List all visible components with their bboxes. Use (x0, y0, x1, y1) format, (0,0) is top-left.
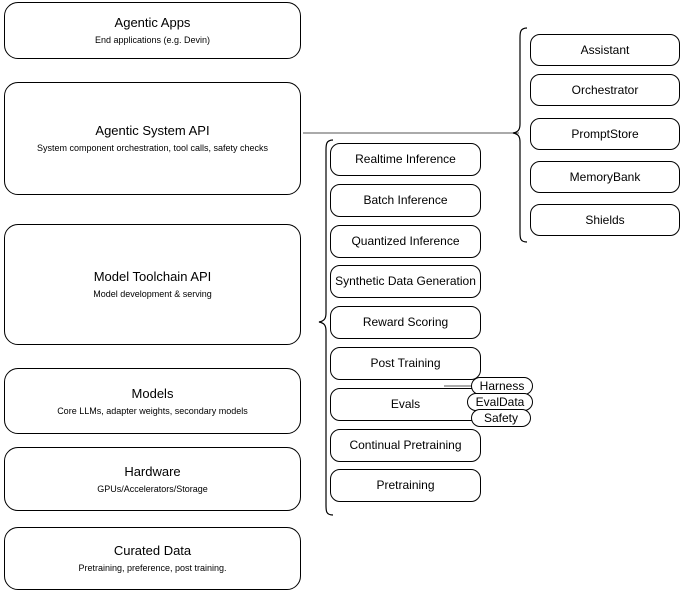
capability-quantized-inference[interactable]: Quantized Inference (330, 225, 481, 258)
system-component-promptstore[interactable]: PromptStore (530, 118, 680, 150)
evals-subcomponent-evaldata[interactable]: EvalData (467, 393, 533, 411)
system-component-memorybank[interactable]: MemoryBank (530, 161, 680, 193)
capability-label: Post Training (370, 356, 441, 370)
layer-subtitle: End applications (e.g. Devin) (94, 35, 211, 45)
layer-title: Agentic System API (95, 123, 210, 138)
capability-label: Continual Pretraining (349, 438, 462, 452)
capability-label: Evals (390, 397, 421, 411)
system-component-label: Shields (585, 212, 625, 227)
layer-agentic-system-api[interactable]: Agentic System API System component orch… (4, 82, 301, 195)
capability-label: Reward Scoring (362, 315, 449, 329)
capability-post-training[interactable]: Post Training (330, 347, 481, 380)
system-component-label: MemoryBank (569, 169, 641, 184)
evals-subcomponent-safety[interactable]: Safety (471, 409, 531, 427)
layer-hardware[interactable]: Hardware GPUs/Accelerators/Storage (4, 447, 301, 511)
capability-batch-inference[interactable]: Batch Inference (330, 184, 481, 217)
layer-subtitle: Core LLMs, adapter weights, secondary mo… (57, 405, 248, 416)
system-component-label: Orchestrator (571, 82, 639, 97)
layer-models[interactable]: Models Core LLMs, adapter weights, secon… (4, 368, 301, 434)
system-component-label: PromptStore (571, 126, 639, 141)
layer-agentic-apps[interactable]: Agentic Apps End applications (e.g. Devi… (4, 2, 301, 59)
layer-title: Agentic Apps (114, 15, 191, 30)
system-component-label: Assistant (580, 42, 630, 57)
layer-title: Model Toolchain API (93, 269, 212, 284)
capability-label: Quantized Inference (351, 234, 460, 248)
pill-label: Safety (483, 411, 519, 425)
pill-label: EvalData (475, 395, 525, 409)
layer-title: Curated Data (113, 543, 192, 558)
capability-pretraining[interactable]: Pretraining (330, 469, 481, 502)
system-component-shields[interactable]: Shields (530, 204, 680, 236)
capability-continual-pretraining[interactable]: Continual Pretraining (330, 429, 481, 462)
layer-curated-data[interactable]: Curated Data Pretraining, preference, po… (4, 527, 301, 590)
capability-label: Batch Inference (363, 193, 448, 207)
layer-subtitle: System component orchestration, tool cal… (36, 143, 269, 153)
capability-label: Synthetic Data Generation (335, 274, 476, 288)
bracket-system-components (512, 27, 528, 243)
capability-label: Pretraining (376, 478, 435, 492)
layer-subtitle: GPUs/Accelerators/Storage (97, 483, 208, 494)
layer-subtitle: Pretraining, preference, post training. (78, 563, 227, 573)
capability-reward-scoring[interactable]: Reward Scoring (330, 306, 481, 339)
layer-title: Hardware (124, 463, 181, 479)
system-component-assistant[interactable]: Assistant (530, 34, 680, 66)
layer-title: Models (131, 385, 174, 401)
system-component-orchestrator[interactable]: Orchestrator (530, 74, 680, 106)
layer-model-toolchain-api[interactable]: Model Toolchain API Model development & … (4, 224, 301, 345)
capability-realtime-inference[interactable]: Realtime Inference (330, 143, 481, 176)
pill-label: Harness (479, 379, 525, 393)
capability-synthetic-data-generation[interactable]: Synthetic Data Generation (330, 265, 481, 298)
capability-label: Realtime Inference (355, 152, 456, 166)
capability-evals[interactable]: Evals (330, 388, 481, 421)
layer-subtitle: Model development & serving (93, 289, 212, 299)
